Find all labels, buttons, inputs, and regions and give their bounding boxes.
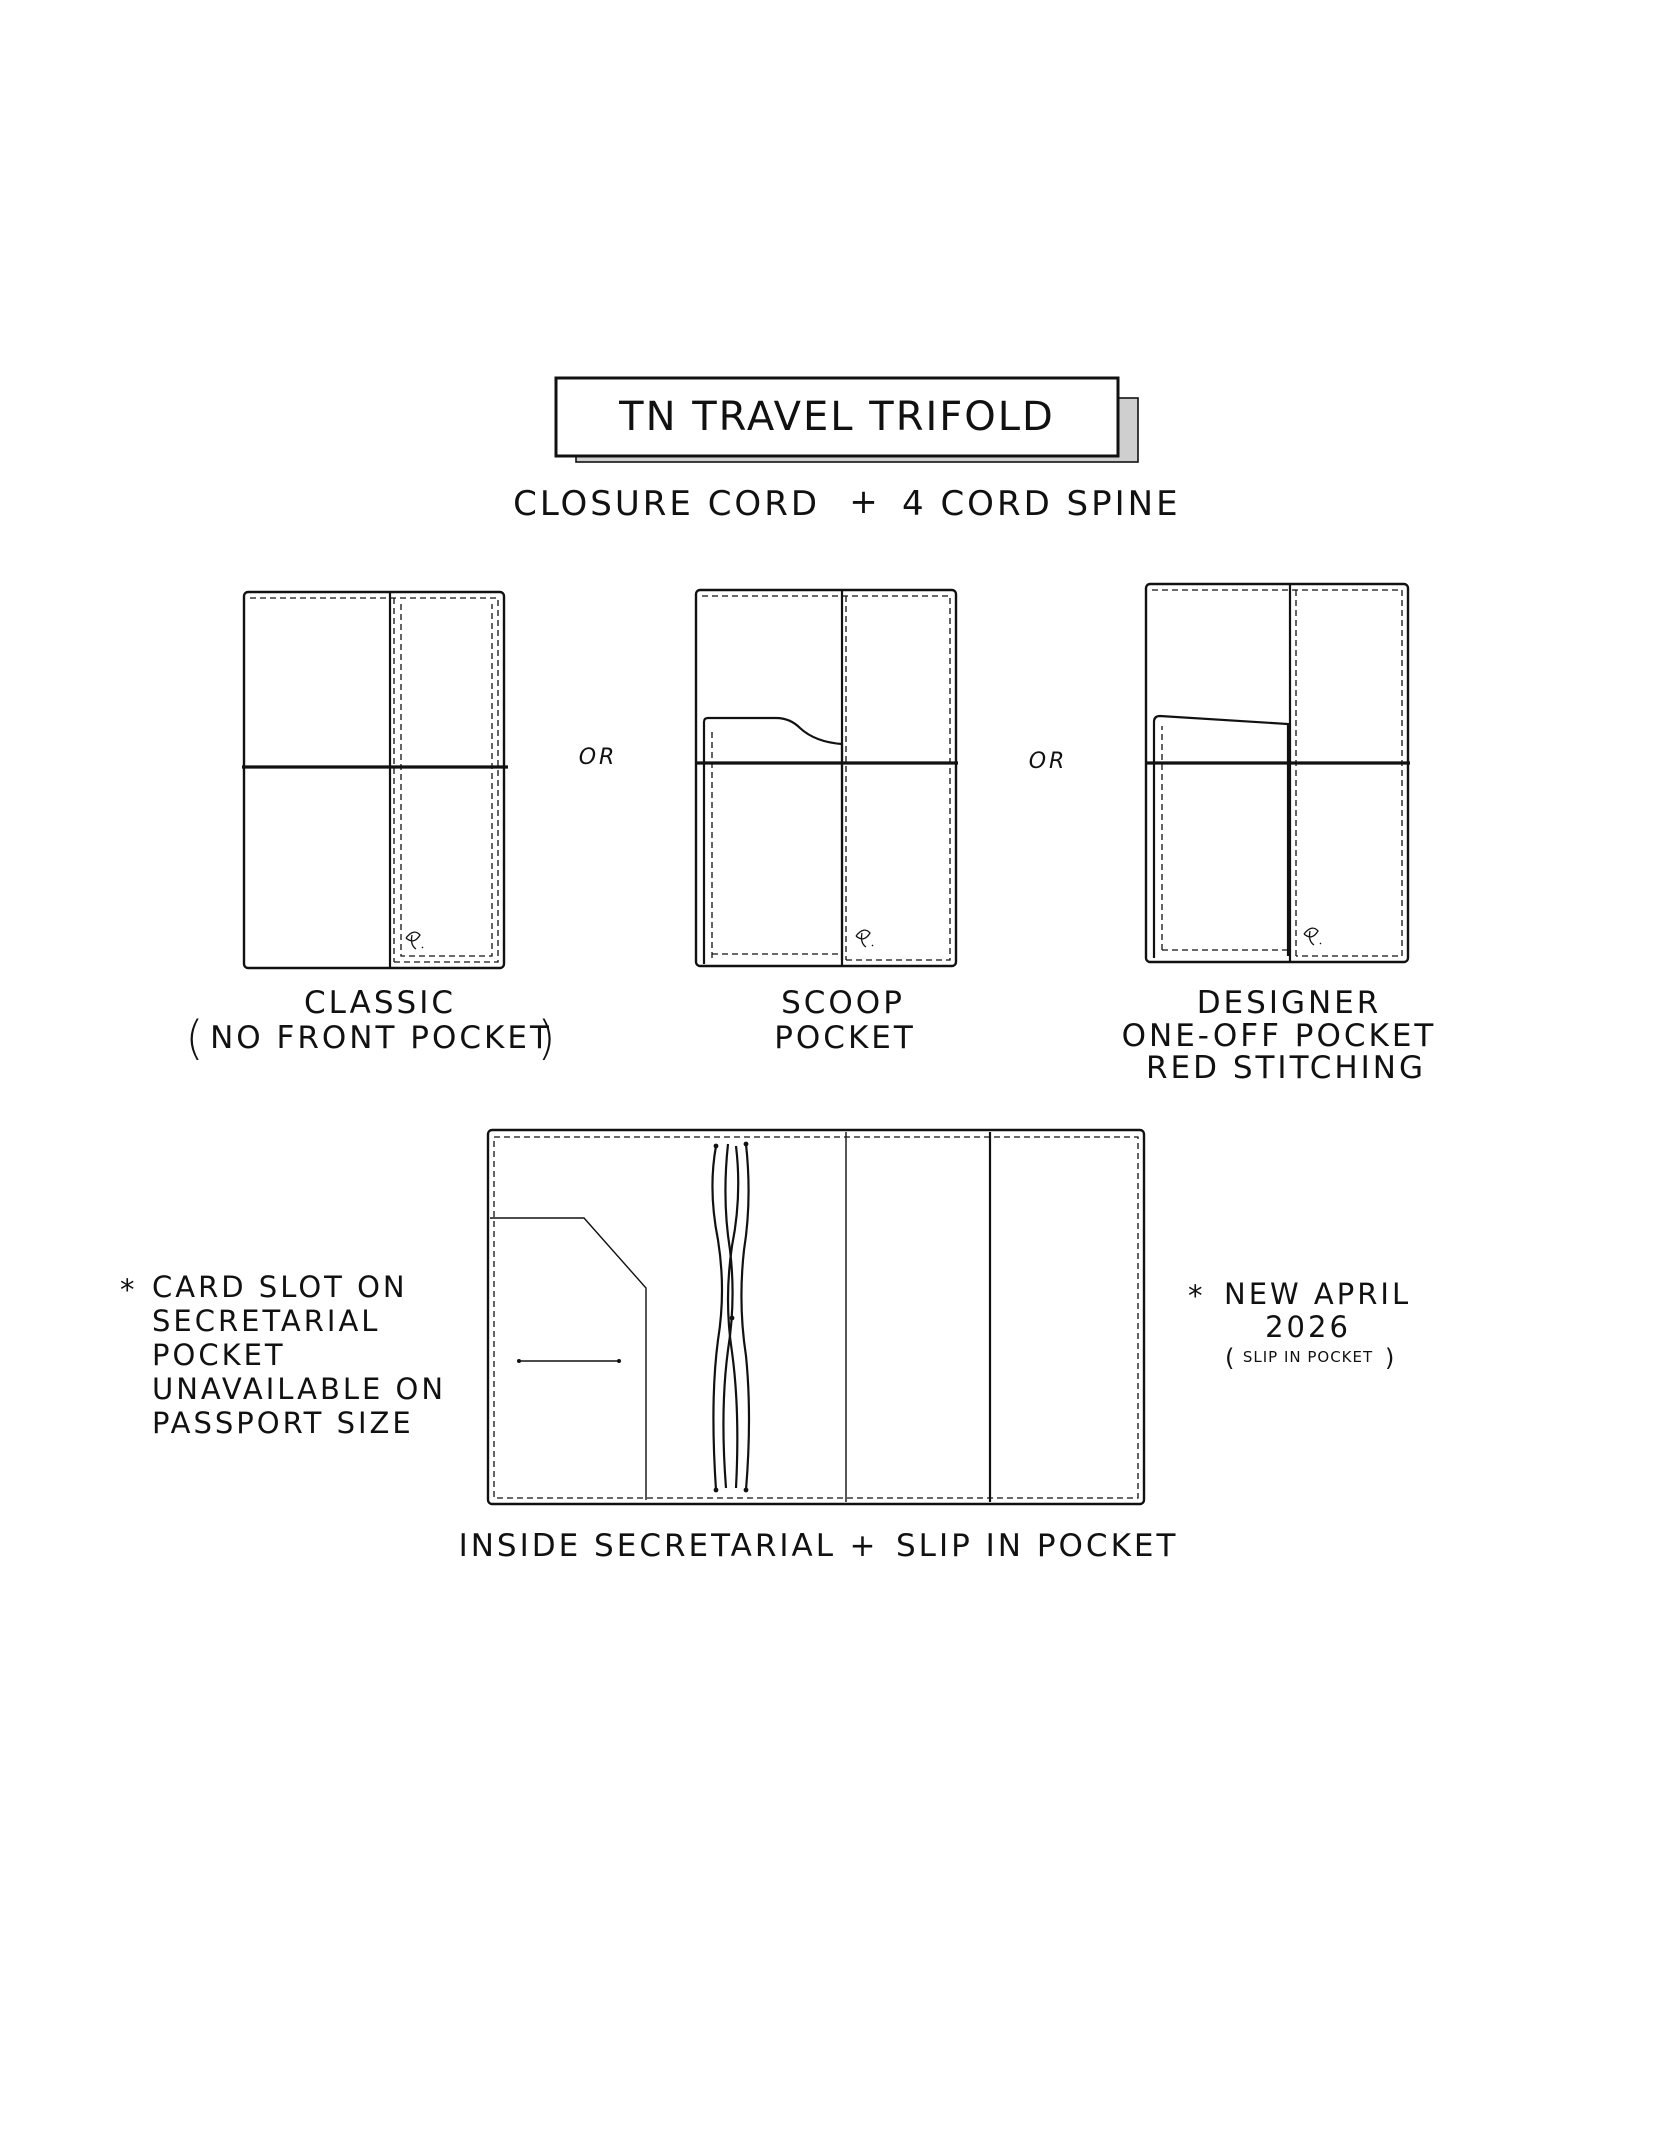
inside-caption-amp: +: [850, 1528, 879, 1564]
classic-stitching: [250, 597, 499, 963]
note-new-april-open-paren: (: [1225, 1344, 1237, 1372]
label-classic-line1: CLASSIC: [304, 985, 456, 1021]
label-scoop-line2: POCKET: [774, 1020, 916, 1056]
note-new-april-line2: 2026: [1265, 1310, 1351, 1344]
page-title: TN TRAVEL TRIFOLD: [618, 394, 1055, 440]
inside-stitching: [493, 1136, 1139, 1499]
inside-view: [486, 1128, 1146, 1506]
card-slot-end-left: [517, 1359, 521, 1363]
subtitle-cord-spine: 4 CORD SPINE: [902, 484, 1181, 524]
variant-designer: [1144, 582, 1410, 964]
note-card-slot-line2: SECRETARIAL: [152, 1304, 380, 1338]
designer-maker-mark: [1303, 927, 1322, 946]
inside-outline: [486, 1128, 1146, 1506]
scoop-maker-mark: [855, 929, 874, 948]
classic-cover-outline: [242, 590, 506, 970]
note-new-april-close-paren: ): [1385, 1344, 1397, 1372]
note-card-slot-star: *: [120, 1273, 138, 1307]
note-card-slot-line3: POCKET: [152, 1338, 286, 1372]
note-card-slot-line5: PASSPORT SIZE: [152, 1406, 414, 1440]
label-designer-line2: ONE-OFF POCKET: [1122, 1018, 1437, 1054]
title-banner-box: [554, 376, 1120, 458]
inside-caption-right: SLIP IN POCKET: [896, 1528, 1178, 1564]
note-new-april-star: *: [1188, 1279, 1206, 1313]
scoop-stitching: [702, 595, 951, 961]
subtitle-plus: +: [849, 482, 881, 522]
spine-cords: [711, 1141, 751, 1493]
scoop-pocket-stitch: [711, 728, 840, 958]
separator-or-1: OR: [579, 745, 618, 770]
label-classic-line2: NO FRONT POCKET: [210, 1020, 552, 1056]
title-banner: TN TRAVEL TRIFOLD: [554, 376, 1139, 463]
secretarial-pocket: [490, 1217, 647, 1500]
note-new-april-line1: NEW APRIL: [1224, 1277, 1411, 1311]
label-scoop-line1: SCOOP: [781, 985, 905, 1021]
spine-cord-3: [726, 1145, 740, 1489]
label-classic-open-paren: (: [186, 1011, 207, 1065]
designer-stitching: [1152, 589, 1403, 957]
label-classic: CLASSIC ( NO FRONT POCKET ): [186, 985, 559, 1065]
note-card-slot: * CARD SLOT ON SECRETARIAL POCKET UNAVAI…: [120, 1270, 446, 1440]
inside-caption-left: INSIDE SECRETARIAL: [459, 1528, 836, 1564]
scoop-pocket-shape: [702, 716, 844, 964]
card-slot-end-right: [617, 1359, 621, 1363]
spine-cord-1: [711, 1145, 724, 1491]
spine-hole-middle: [729, 1315, 735, 1321]
subtitle: CLOSURE CORD + 4 CORD SPINE: [513, 482, 1181, 524]
designer-cover-outline: [1144, 582, 1410, 964]
spine-hole-bottom-left: [713, 1487, 719, 1493]
separator-or-2: OR: [1029, 749, 1068, 774]
variant-classic: [242, 590, 508, 970]
spine-cord-2: [722, 1143, 734, 1489]
note-new-april: * NEW APRIL 2026 ( SLIP IN POCKET ): [1188, 1277, 1411, 1372]
spine-cord-4: [740, 1143, 751, 1491]
classic-inner-stitch: [400, 604, 493, 957]
classic-maker-mark: [405, 931, 424, 950]
designer-pocket-shape: [1152, 714, 1290, 958]
note-card-slot-line4: UNAVAILABLE ON: [152, 1372, 446, 1406]
label-scoop: SCOOP POCKET: [774, 985, 916, 1056]
note-new-april-small: SLIP IN POCKET: [1243, 1348, 1373, 1366]
label-classic-close-paren: ): [538, 1011, 559, 1065]
label-designer: DESIGNER ONE-OFF POCKET RED STITCHING: [1122, 985, 1437, 1086]
scoop-cover-outline: [694, 588, 958, 968]
spine-hole-top-right: [743, 1141, 749, 1147]
label-designer-line3: RED STITCHING: [1146, 1050, 1426, 1086]
label-designer-line1: DESIGNER: [1197, 985, 1382, 1021]
spine-hole-bottom-right: [743, 1487, 749, 1493]
note-card-slot-line1: CARD SLOT ON: [152, 1270, 408, 1304]
designer-pocket-stitch: [1161, 726, 1288, 951]
subtitle-closure-cord: CLOSURE CORD: [513, 484, 820, 524]
spine-hole-top-left: [713, 1143, 719, 1149]
inside-caption: INSIDE SECRETARIAL + SLIP IN POCKET: [459, 1528, 1178, 1564]
variant-scoop-pocket: [694, 588, 958, 968]
